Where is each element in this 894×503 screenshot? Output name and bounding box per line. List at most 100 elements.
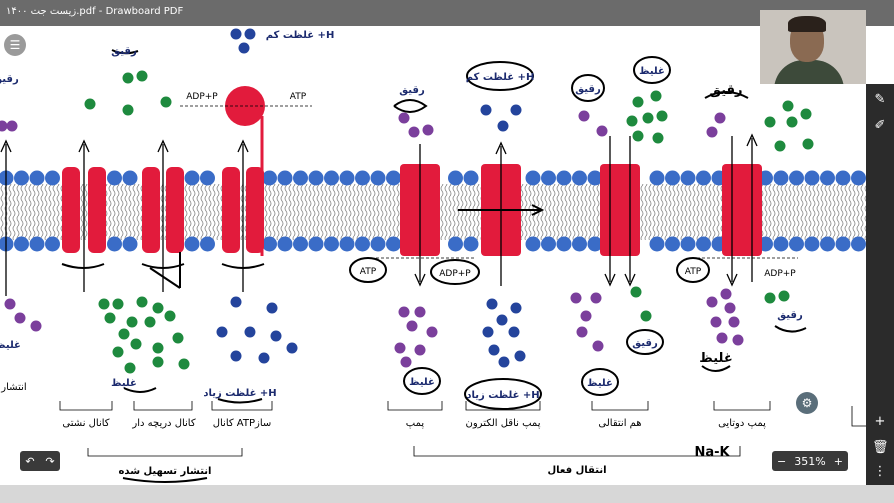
lipid-head — [541, 236, 556, 252]
molecule-dot — [632, 96, 644, 108]
label-handwritten-nak: Na-K — [694, 445, 730, 460]
label-p4-bottom: غلیظ — [699, 351, 732, 366]
molecule-dot — [498, 356, 510, 368]
molecule-dot — [580, 310, 592, 322]
lipid-head — [680, 236, 696, 252]
lipid-head — [293, 236, 308, 252]
gear-icon: ⚙ — [801, 396, 813, 410]
lipid-head — [370, 236, 386, 252]
molecule-dot — [98, 298, 110, 310]
lipid-head — [339, 236, 355, 252]
lipid-head — [355, 170, 370, 186]
left-cut-arrows — [0, 139, 12, 296]
add-icon[interactable]: + — [874, 414, 886, 429]
molecule-dot — [764, 292, 776, 304]
redo-icon[interactable]: ↷ — [45, 454, 55, 468]
right-toolbar: ✎ ✐ + 🗑 ⋮ — [866, 84, 894, 485]
delete-icon[interactable]: 🗑 — [872, 440, 889, 455]
label-ch-bottom-gholiz: غلیظ — [111, 378, 137, 389]
lipid-head — [122, 170, 138, 186]
lipid-head — [107, 170, 122, 186]
label-p4-bottom2: رقیق — [777, 310, 803, 321]
molecule-dot — [728, 316, 740, 328]
undo-redo-group: ↶ ↷ — [20, 451, 60, 471]
molecule-dot — [152, 302, 164, 314]
pdf-page-canvas[interactable]: رقیق غلیظ رقیق غلظت کم +H غلیظ غلظت زیاد… — [0, 26, 866, 485]
molecule-dot — [144, 316, 156, 328]
lipid-heads-top — [0, 170, 866, 186]
more-icon[interactable]: ⋮ — [873, 464, 887, 479]
label-p1-bottom: غلیظ — [409, 377, 435, 388]
lipid-head — [262, 236, 277, 252]
zoom-in-button[interactable]: + — [833, 454, 843, 468]
label-p4-name: پمپ دوتایی — [718, 418, 766, 429]
lipid-head — [45, 236, 60, 252]
undo-icon[interactable]: ↶ — [25, 454, 35, 468]
lipid-head — [324, 170, 339, 186]
label-left-cut-top: رقیق — [0, 74, 19, 85]
molecule-dot — [178, 358, 190, 370]
molecule-dot — [642, 112, 654, 124]
label-name-atpsaz: کانال ATPساز — [213, 418, 272, 429]
lipid-head — [835, 236, 851, 252]
zoom-level[interactable]: 351% — [794, 454, 826, 468]
zoom-out-button[interactable]: − — [777, 454, 787, 468]
molecule-dot — [626, 115, 638, 127]
molecule-dot — [408, 126, 420, 138]
molecule-dot — [124, 362, 136, 374]
label-p4-atp: ATP — [685, 267, 702, 277]
molecule-dot — [118, 328, 130, 340]
molecule-dot — [398, 306, 410, 318]
lipid-head — [29, 170, 45, 186]
electron-transport-pump — [458, 141, 545, 286]
settings-button[interactable]: ⚙ — [796, 392, 818, 414]
molecule-dot — [172, 332, 184, 344]
molecule-dot — [398, 112, 410, 124]
lipid-head — [572, 170, 587, 186]
molecule-dot — [732, 334, 744, 346]
molecule-dot — [716, 332, 728, 344]
molecule-dot — [406, 320, 418, 332]
label-p4-top: رقیق — [709, 83, 742, 98]
lipid-head — [696, 170, 711, 186]
lipid-head — [200, 170, 215, 186]
molecule-dot — [496, 314, 508, 326]
lipid-head — [386, 236, 401, 252]
label-p1-name: پمپ — [406, 418, 425, 429]
molecule-dot — [630, 286, 642, 298]
lipid-head — [773, 236, 789, 252]
molecule-dot — [112, 298, 124, 310]
lipid-head — [200, 236, 215, 252]
molecule-dot — [508, 326, 520, 338]
molecule-dot — [122, 104, 134, 116]
molecule-dot — [778, 290, 790, 302]
lipid-head — [122, 236, 138, 252]
molecule-dot — [258, 352, 270, 364]
label-p3-name: هم انتقالی — [598, 418, 641, 429]
lipid-head — [355, 236, 370, 252]
pen-icon[interactable]: ✎ — [874, 92, 886, 107]
label-p1-adp: ADP+P — [439, 269, 471, 279]
lipid-head — [308, 170, 324, 186]
molecule-dot — [590, 292, 602, 304]
lipid-head — [649, 170, 665, 186]
label-ch1-adp: ADP+P — [186, 92, 218, 102]
menu-button[interactable]: ☰ — [4, 34, 26, 56]
label-p3-top: رقیق — [575, 84, 601, 95]
lipid-head — [339, 170, 355, 186]
label-ch-top-hplus: غلظت کم +H — [266, 30, 335, 41]
molecule-dot — [244, 326, 256, 338]
label-p2-name: پمپ ناقل الکترون — [466, 418, 541, 429]
molecule-dot — [488, 344, 500, 356]
molecule-dot — [640, 310, 652, 322]
lipid-head — [184, 236, 200, 252]
molecule-dot — [576, 326, 588, 338]
molecule-dot — [652, 132, 664, 144]
molecule-dot — [126, 316, 138, 328]
molecule-dot — [400, 356, 412, 368]
molecule-dot — [802, 138, 814, 150]
lipid-head — [820, 170, 835, 186]
lipid-head — [680, 170, 696, 186]
molecule-dot — [714, 112, 726, 124]
highlighter-icon[interactable]: ✐ — [874, 118, 886, 133]
